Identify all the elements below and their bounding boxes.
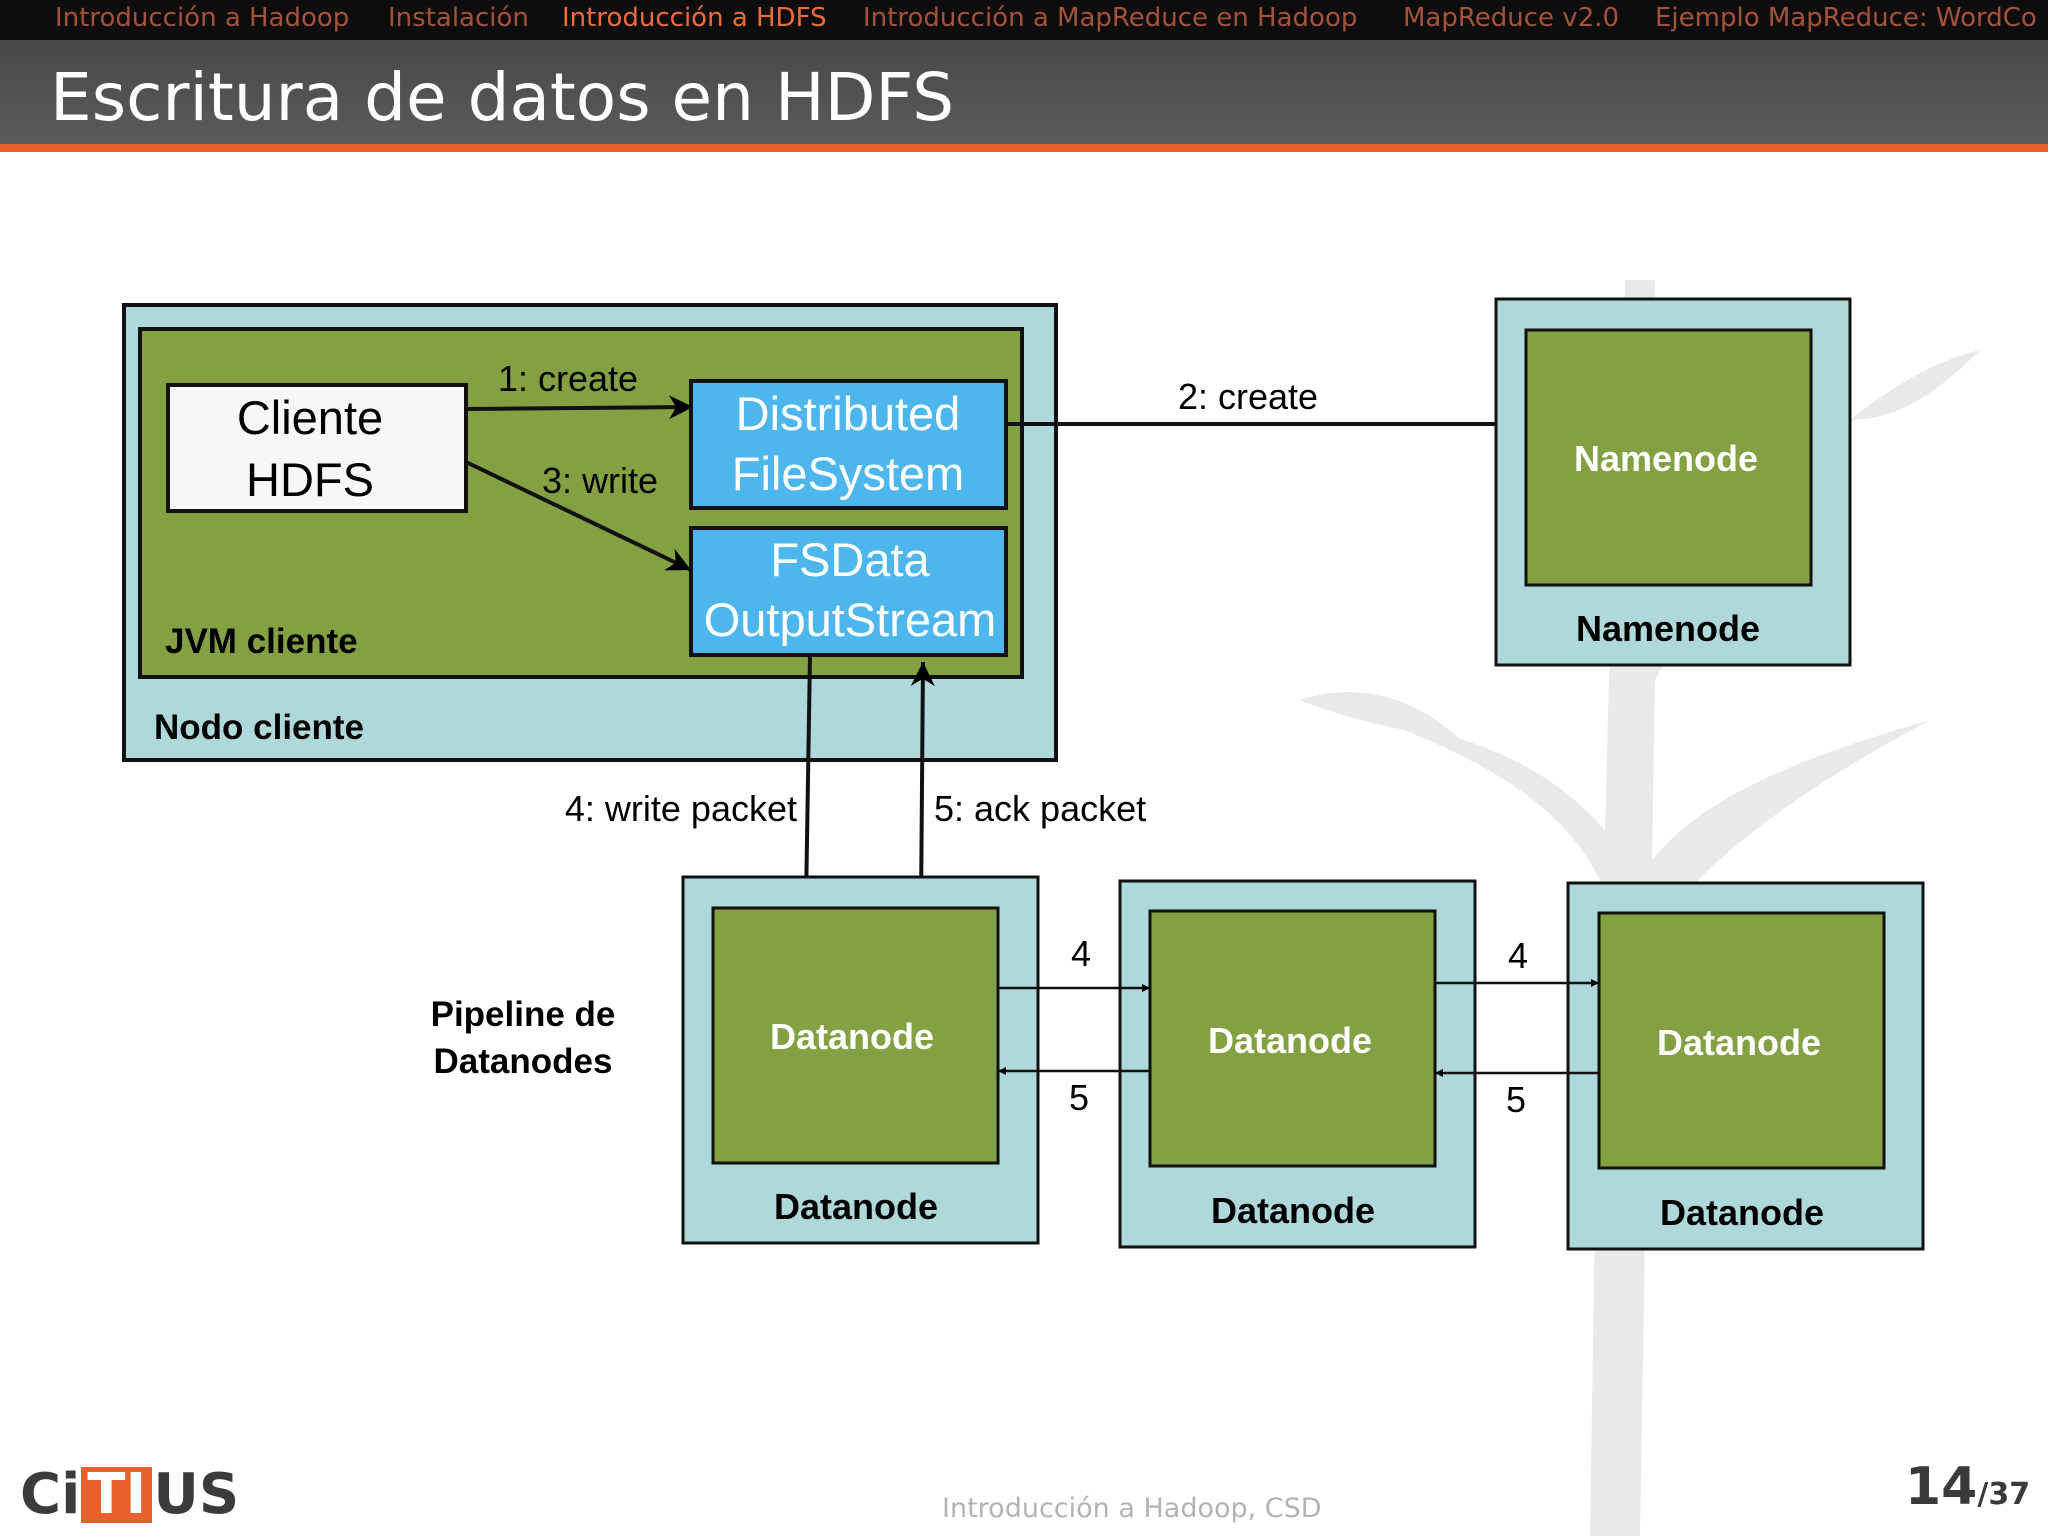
client-hdfs-line2: HDFS: [246, 453, 374, 506]
logo-part-ci: Ci: [20, 1462, 81, 1527]
datanode-3-inner-box: [1597, 911, 1886, 1170]
distributed-fs-line1: Distributed: [736, 387, 961, 440]
datanode-2-inner-label: Datanode: [1208, 1020, 1372, 1061]
edge-write-packet-label: 4: write packet: [565, 788, 797, 829]
fsdata-outputstream-box: [689, 526, 1008, 657]
datanode-1-inner-label: Datanode: [770, 1016, 934, 1057]
title-bar: Escritura de datos en HDFS: [0, 40, 2048, 144]
edge-create-1-label: 1: create: [498, 358, 638, 399]
edge-create-2-label: 2: create: [1178, 376, 1318, 417]
namenode-outer-label: Namenode: [1576, 608, 1760, 649]
edge-write-packet: [794, 654, 819, 903]
slide-title: Escritura de datos en HDFS: [50, 59, 955, 136]
datanode-2-inner-box: [1148, 909, 1437, 1168]
page-number: 14/37: [1905, 1457, 2030, 1517]
nav-item-intro-hdfs[interactable]: Introducción a HDFS: [562, 3, 827, 33]
footer-title: Introducción a Hadoop, CSD: [942, 1493, 1322, 1524]
nav-item-ejemplo-wordcount[interactable]: Ejemplo MapReduce: WordCo: [1655, 3, 2037, 33]
section-navbar: Introducción a Hadoop Instalación Introd…: [0, 0, 2048, 40]
client-hdfs-box: [166, 383, 468, 513]
datanode-1-outer-label: Datanode: [774, 1186, 938, 1227]
nav-item-instalacion[interactable]: Instalación: [388, 3, 529, 33]
page-current: 14: [1905, 1457, 1978, 1517]
edge-create-1: [465, 395, 694, 420]
nav-item-intro-mapreduce[interactable]: Introducción a MapReduce en Hadoop: [863, 3, 1358, 33]
edge-dn2-dn1-ack-label: 5: [1069, 1077, 1089, 1118]
title-underline: [0, 144, 2048, 152]
datanode-2-outer-label: Datanode: [1211, 1190, 1375, 1231]
nav-item-intro-hadoop[interactable]: Introducción a Hadoop: [55, 3, 350, 33]
pipeline-label-line2: Datanodes: [434, 1042, 613, 1081]
logo-part-ti: TI: [81, 1467, 153, 1523]
namenode-inner-label: Namenode: [1574, 438, 1758, 479]
datanode-3-outer-label: Datanode: [1660, 1192, 1824, 1233]
pipeline-label-line1: Pipeline de: [431, 995, 616, 1034]
page-total: /37: [1977, 1477, 2031, 1512]
logo-part-us: US: [153, 1462, 240, 1527]
distributed-fs-line2: FileSystem: [732, 447, 964, 500]
namenode-inner-box: [1524, 328, 1813, 587]
edge-dn1-dn2-forward-label: 4: [1071, 933, 1091, 974]
edge-dn2-dn3-forward-label: 4: [1508, 935, 1528, 976]
edge-ack-packet-label: 5: ack packet: [934, 788, 1146, 829]
client-node-label: Nodo cliente: [154, 708, 364, 747]
edge-write-3: [465, 460, 692, 572]
fsdata-line1: FSData: [770, 533, 930, 586]
edge-ack-packet: [910, 661, 935, 909]
jvm-label: JVM cliente: [165, 622, 358, 661]
nav-item-mapreduce-v2[interactable]: MapReduce v2.0: [1403, 3, 1620, 33]
client-hdfs-line1: Cliente: [237, 391, 383, 444]
fsdata-line2: OutputStream: [704, 593, 997, 646]
distributed-filesystem-box: [689, 379, 1008, 510]
edge-write-3-label: 3: write: [542, 460, 658, 501]
datanode-1-inner-box: [711, 906, 1000, 1165]
edge-dn3-dn2-ack-label: 5: [1506, 1079, 1526, 1120]
datanode-3-inner-label: Datanode: [1657, 1022, 1821, 1063]
